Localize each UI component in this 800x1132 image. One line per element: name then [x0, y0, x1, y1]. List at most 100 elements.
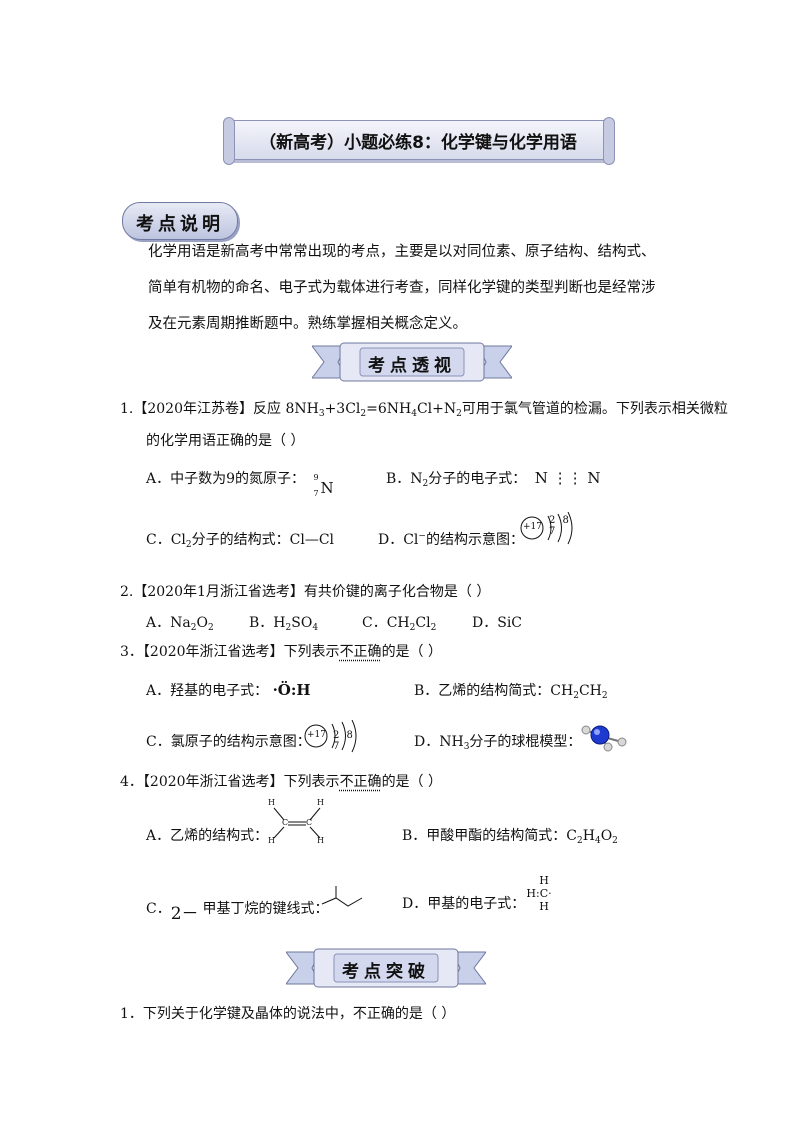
option-sub: 2: [430, 623, 437, 633]
shell-electrons: 2 8 7: [333, 730, 355, 752]
option-text: H: [582, 828, 595, 844]
atom-label: H:C·: [526, 887, 552, 900]
q3-number: 3．: [120, 644, 143, 660]
element-symbol: N: [320, 479, 334, 497]
emphasis-text: 不正确: [339, 774, 382, 790]
locant-prefix: 2－: [170, 904, 199, 924]
nh3-ball-stick-model: [578, 722, 632, 752]
title-banner: （新高考）小题必练8：化学键与化学用语: [223, 117, 615, 165]
atom-label: H: [539, 874, 549, 887]
q2-number: 2.: [120, 584, 134, 600]
ribbon-shape: [286, 948, 486, 988]
option-text: A．Na: [146, 615, 191, 631]
q1-text: +3Cl: [324, 401, 361, 417]
option-text: 分子的结构式：Cl—Cl: [191, 532, 335, 548]
option-sub: 4: [312, 623, 319, 633]
ribbon-label: 考点透视: [368, 356, 456, 376]
hydroxyl-electron-formula: ·Ö:H: [272, 681, 311, 699]
option-text: 分子的球棍模型：: [469, 734, 582, 750]
atom-label: H: [317, 798, 324, 807]
q2-option-c: C．CH2Cl2: [362, 612, 436, 633]
practice-q1-text: 1．下列关于化学键及晶体的说法中，不正确的是（ ）: [120, 1006, 456, 1022]
atom-structure-diagram: [520, 511, 573, 545]
q1-option-c: C．Cl2分子的结构式：Cl—Cl: [146, 529, 334, 550]
isopentane-skeletal-formula: [320, 884, 366, 914]
atom-label: C: [282, 818, 289, 827]
option-sub: 2: [422, 479, 429, 489]
option-text: B．乙烯的结构简式：CH: [414, 683, 574, 699]
intro-paragraph: 化学用语是新高考中常常出现的考点，主要是以对同位素、原子结构、结构式、简单有机物…: [148, 234, 668, 342]
section-badge-kaodian-shuoming: 考点说明: [122, 202, 238, 240]
option-text: C．: [146, 901, 171, 917]
atomic-number: 7: [313, 489, 319, 498]
q4-option-c: C．2－甲基丁烷的键线式：: [146, 893, 329, 924]
option-sub: 2: [612, 836, 618, 846]
skeletal-lines: [321, 886, 363, 907]
q3-option-b: B．乙烯的结构简式：CH2CH2: [414, 680, 608, 701]
q1-number: 1.: [120, 401, 134, 417]
q3-option-d: D．NH3分子的球棍模型：: [414, 731, 581, 752]
q1-sub: 3: [318, 409, 325, 419]
option-sub: 3: [463, 742, 470, 752]
option-sup: −: [418, 531, 426, 542]
option-sub: 2: [409, 623, 416, 633]
page-title: （新高考）小题必练8：化学键与化学用语: [259, 133, 577, 153]
q2-option-a: A．Na2O2: [146, 612, 214, 633]
q1-sub: 4: [411, 409, 417, 419]
q1-text: =6NH: [366, 401, 412, 417]
ribbon-label: 考点突破: [342, 962, 430, 982]
q4-stem: 4．【2020年浙江省选考】下列表示不正确的是（ ）: [120, 771, 442, 791]
practice-q1: 1．下列关于化学键及晶体的说法中，不正确的是（ ）: [120, 1003, 455, 1023]
q4-text: 的是（ ）: [381, 774, 443, 790]
nucleus-label: +17: [523, 522, 542, 532]
q1-sub: 2: [360, 409, 367, 419]
option-text: O: [600, 828, 613, 844]
q1-text: 反应 8NH: [253, 401, 319, 417]
section-ribbon-kaodian-tupo: 考点突破: [286, 946, 486, 990]
intro-text: 化学用语是新高考中常常出现的考点，主要是以对同位素、原子结构、结构式、简单有机物…: [148, 244, 656, 332]
option-text: 的结构示意图：: [425, 532, 524, 548]
option-text: A．中子数为9的氮原子：: [146, 471, 306, 487]
q1-text: 的化学用语正确的是（ ）: [146, 433, 305, 449]
q2-text: 有共价键的离子化合物是（ ）: [303, 584, 491, 600]
badge-label: 考点说明: [136, 214, 224, 235]
option-text: A．羟基的电子式：: [146, 683, 269, 699]
q4-text: 下列表示: [283, 774, 340, 790]
option-sub: 2: [185, 540, 192, 550]
q1-text: 可用于氯气管道的检漏。下列表示相关微粒: [461, 401, 728, 417]
q1-cl-ion-diagram: +17 2 8 7: [518, 511, 584, 546]
option-text: SO: [291, 615, 313, 631]
methyl-electron-formula: H H:C· H: [524, 874, 554, 916]
option-text: D．SiC: [472, 615, 523, 631]
option-sub: 2: [573, 691, 579, 701]
q1-stem-line1: 1.【2020年江苏卷】反应 8NH3+3Cl2=6NH4Cl+N2可用于氯气管…: [120, 398, 728, 419]
option-text: CH: [578, 683, 602, 699]
option-sub: 4: [594, 836, 601, 846]
option-text: C．氯原子的结构示意图：: [146, 734, 311, 750]
q4-option-d: D．甲基的电子式：: [402, 893, 525, 913]
option-sub: 2: [285, 623, 292, 633]
q3-option-a: A．羟基的电子式： ·Ö:H: [146, 680, 311, 700]
q1-sub: 2: [456, 409, 462, 419]
q3-text: 的是（ ）: [381, 644, 443, 660]
option-text: B．N: [386, 471, 423, 487]
emphasis-text: 不正确: [339, 644, 382, 660]
ethylene-structural-formula: H H C C H H: [262, 798, 332, 846]
option-sub: 2: [577, 836, 583, 846]
atom-label: C: [306, 818, 313, 827]
q4-source: 【2020年浙江省选考】: [142, 774, 284, 790]
atom-structure-diagram: [304, 719, 357, 753]
q2-option-d: D．SiC: [472, 612, 522, 632]
q1-text: Cl+N: [416, 401, 457, 417]
q1-stem-line2: 的化学用语正确的是（ ）: [146, 430, 304, 450]
option-text: 甲基丁烷的键线式：: [202, 901, 329, 917]
option-text: D．NH: [414, 734, 464, 750]
option-text: 分子的电子式：: [428, 471, 527, 487]
atom-label: H: [268, 798, 275, 807]
title-scroll-decoration: [223, 117, 615, 165]
structure-bonds: [273, 807, 321, 839]
option-text: O: [196, 615, 208, 631]
q1-option-b: B．N2分子的电子式： N ⋮⋮ N: [386, 468, 601, 489]
option-sub: 2: [207, 623, 214, 633]
q3-text: 下列表示: [283, 644, 340, 660]
